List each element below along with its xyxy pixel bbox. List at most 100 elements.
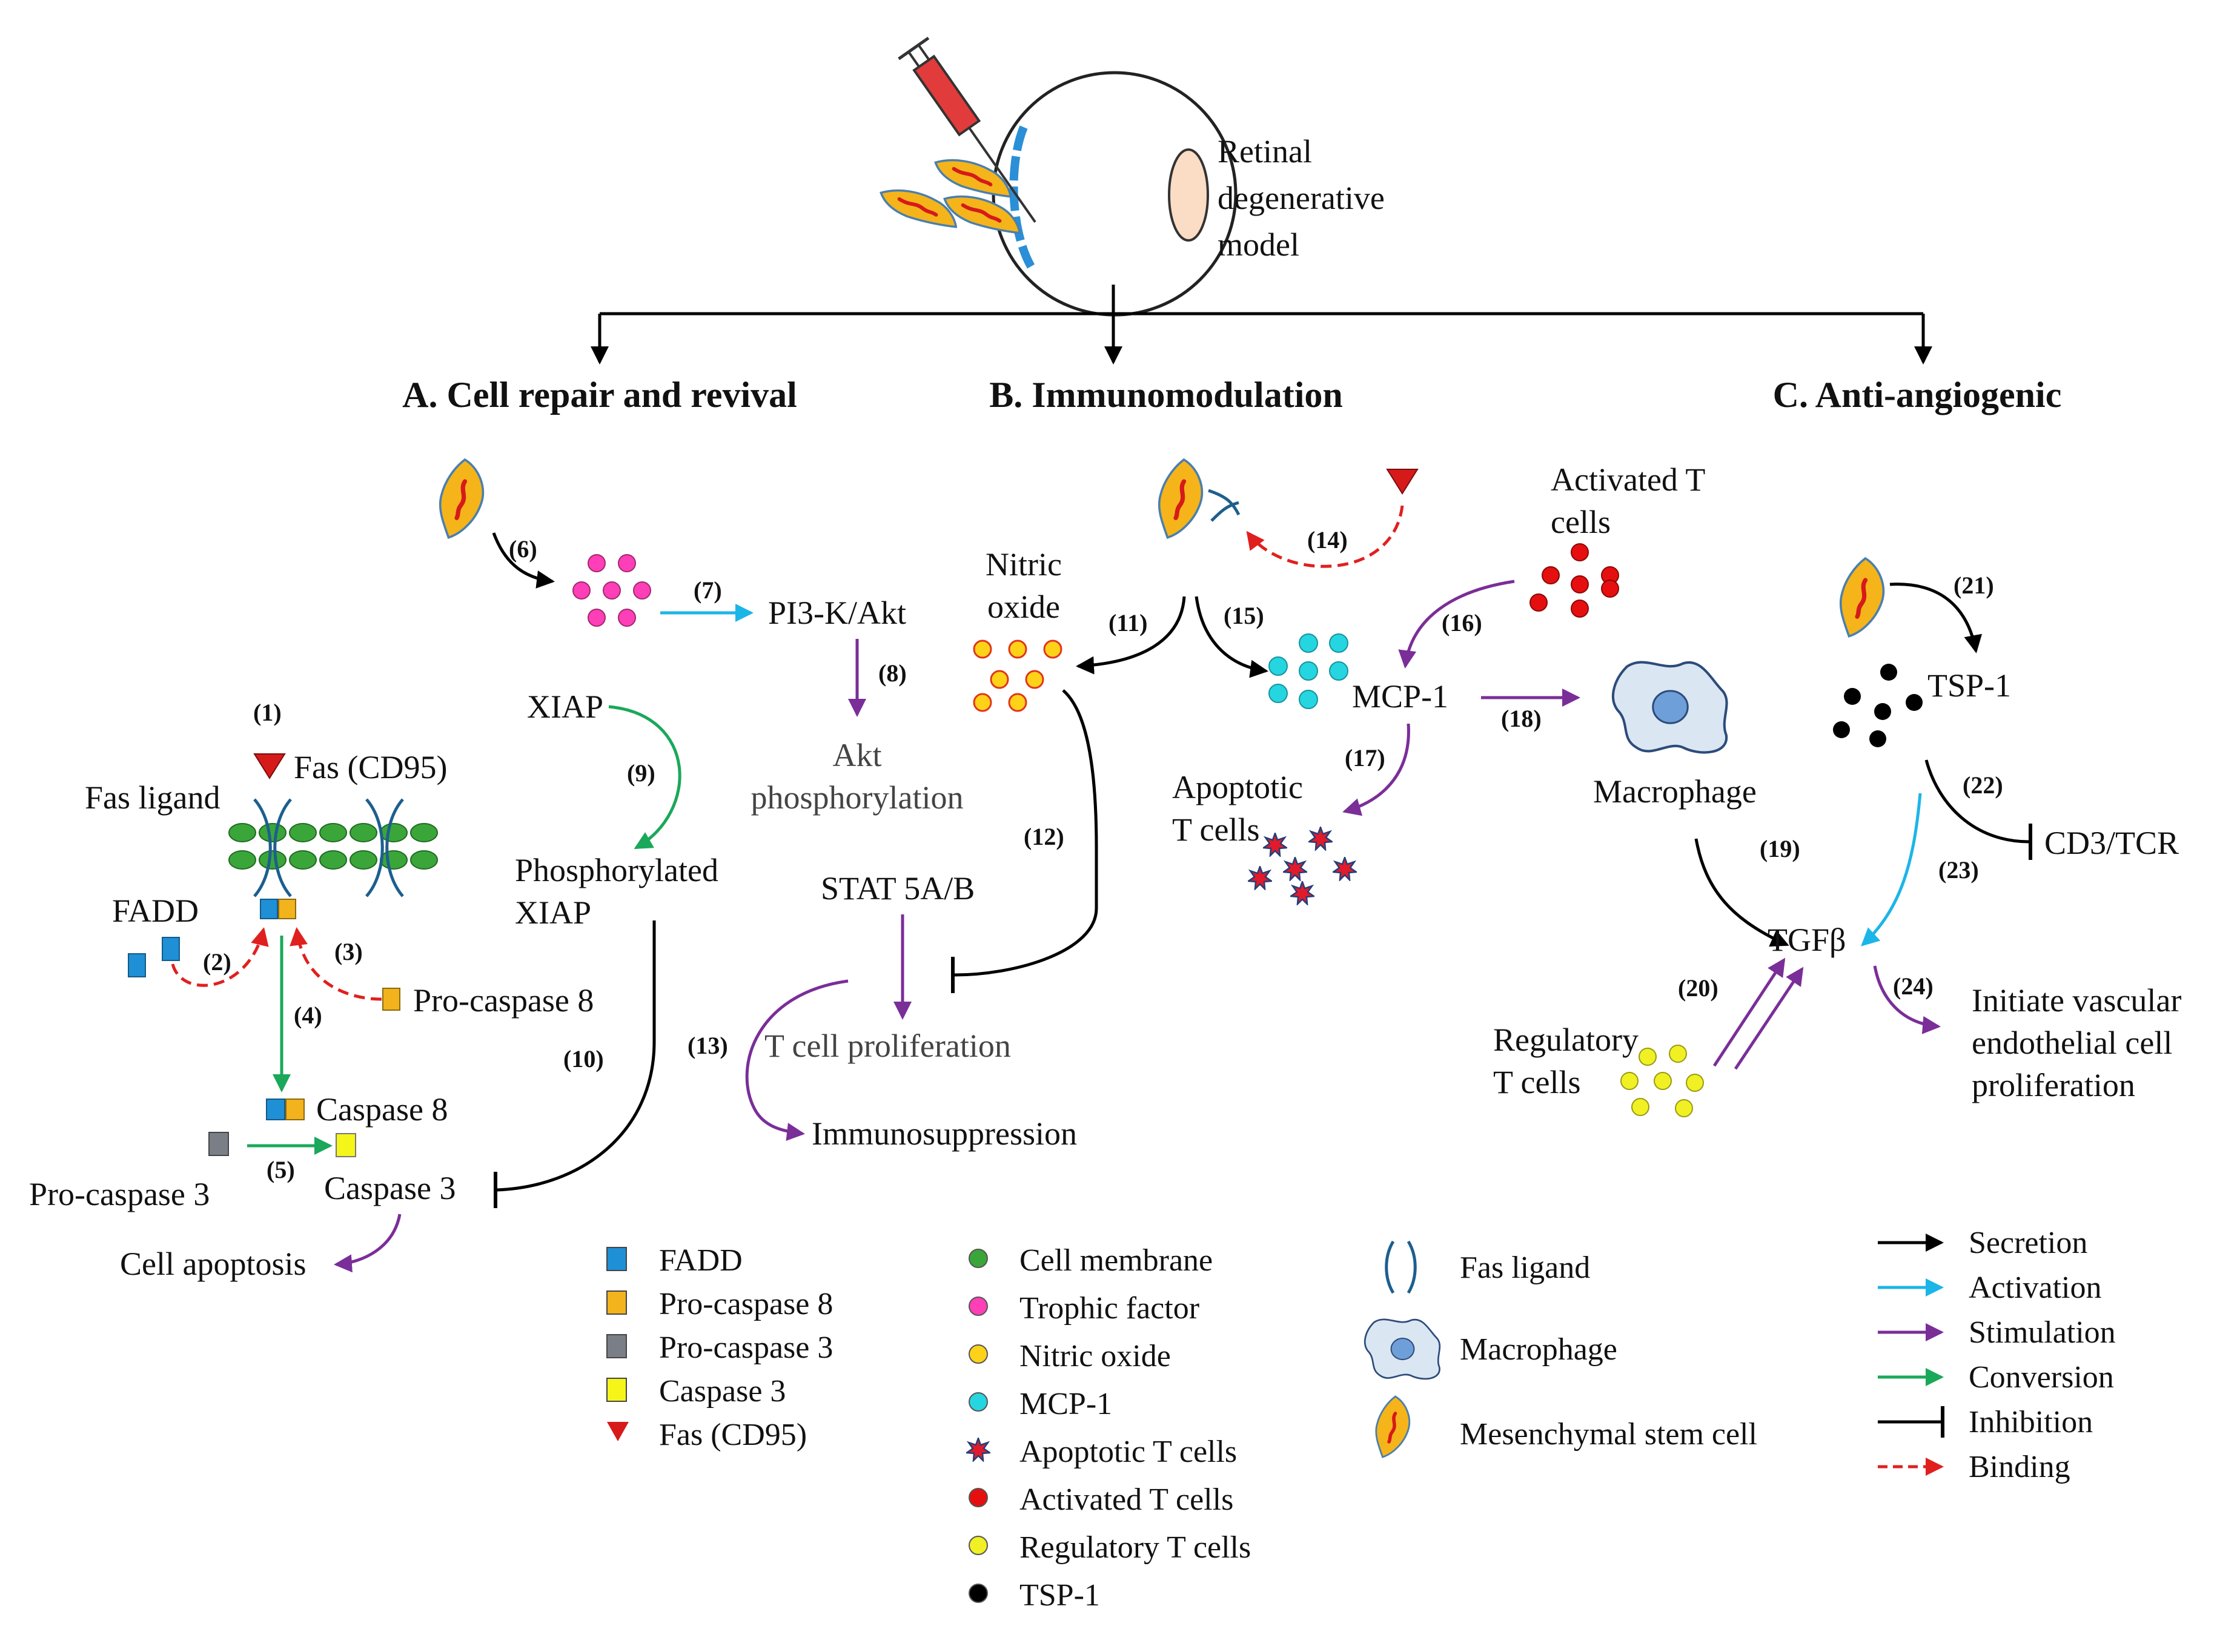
immunosuppression-label: Immunosuppression — [812, 1115, 1077, 1152]
legend-marker-label: Fas (CD95) — [659, 1418, 807, 1452]
legend-marker-8 — [969, 1392, 988, 1412]
legend-arrows: SecretionActivationStimulationConversion… — [1878, 1226, 2116, 1484]
stimulation-arrow-16 — [1398, 580, 1515, 669]
activated-t-label-line2: cells — [1551, 504, 1611, 540]
step-19: (19) — [1760, 835, 1800, 862]
legend-marker-6 — [969, 1297, 988, 1316]
step-3: (3) — [334, 938, 363, 965]
legend-icons: Fas ligand Macrophage Mesenchymal stem c… — [1364, 1240, 1757, 1457]
fadd-square — [128, 953, 146, 977]
legend-marker-label: Caspase 3 — [659, 1374, 786, 1409]
binding-arrow-14 — [1246, 505, 1404, 568]
step-16: (16) — [1442, 609, 1482, 636]
legend-marker-label: FADD — [659, 1243, 743, 1278]
activation-arrow-23 — [1861, 793, 1922, 947]
fas-cd95-triangle — [253, 753, 286, 779]
mcp1-cluster — [1268, 633, 1348, 709]
step-4: (4) — [294, 1002, 322, 1029]
phos-xiap-label-line2: XIAP — [515, 894, 591, 931]
legend-marker-10 — [969, 1488, 988, 1507]
stimulation-arrow-13 — [745, 979, 849, 1141]
step-2: (2) — [203, 948, 231, 976]
fadd-square — [162, 937, 180, 961]
secretion-arrow-11 — [1076, 596, 1186, 675]
legend-marker-0 — [606, 1247, 627, 1271]
cell-apoptosis-label: Cell apoptosis — [120, 1246, 307, 1282]
section-a-title: A. Cell repair and revival — [402, 375, 797, 415]
inhibition-line-10 — [496, 920, 656, 1192]
step-23: (23) — [1938, 856, 1979, 884]
vascular-label-line2: endothelial cell — [1972, 1025, 2172, 1061]
legend-fas-ligand-label: Fas ligand — [1460, 1251, 1590, 1285]
pro-caspase3-square — [208, 1132, 229, 1156]
pro-caspase8-square — [285, 1099, 305, 1120]
trophic-factor-cluster — [572, 554, 651, 627]
apoptotic-t-cluster — [1248, 827, 1357, 905]
legend-arrow-label: Stimulation — [1969, 1315, 2116, 1350]
secretion-arrow-19 — [1694, 838, 1789, 947]
step-20: (20) — [1678, 974, 1718, 1002]
tsp1-label: TSP-1 — [1927, 667, 2011, 704]
macrophage-icon — [1613, 662, 1727, 753]
mcp1-label: MCP-1 — [1352, 678, 1448, 715]
syringe-icon — [898, 36, 1036, 223]
caspase3-square — [336, 1133, 356, 1157]
legend-arrow-label: Binding — [1969, 1450, 2070, 1484]
legend-marker-7 — [969, 1344, 988, 1364]
treg-label-line2: T cells — [1493, 1064, 1580, 1100]
fas-ligand-icon — [1208, 489, 1241, 522]
stem-cell-icon — [440, 460, 483, 538]
inhibition-line-12 — [953, 689, 1098, 977]
section-b-title: B. Immunomodulation — [989, 375, 1342, 415]
cd3-label: CD3/TCR — [2044, 825, 2179, 861]
fas-ligand-icon — [1385, 1240, 1417, 1294]
treg-label-line1: Regulatory — [1493, 1022, 1639, 1058]
tgfb-label: TGFβ — [1768, 922, 1846, 958]
apoptotic-t-label-line1: Apoptotic — [1172, 769, 1303, 805]
stimulation-arrow-17 — [1342, 723, 1410, 816]
fas-cd95-label: Fas (CD95) — [294, 749, 448, 785]
phos-xiap-label-line1: Phosphorylated — [515, 852, 718, 888]
conversion-arrow-9 — [608, 705, 681, 850]
fadd-label: FADD — [112, 893, 199, 929]
step-11: (11) — [1109, 609, 1147, 636]
step-5: (5) — [267, 1156, 295, 1183]
legend-marker-5 — [969, 1249, 988, 1268]
stimulation-arrow-20a — [1712, 957, 1786, 1067]
nitric-oxide-cluster — [973, 639, 1062, 712]
legend-marker-3 — [606, 1378, 627, 1402]
step-14: (14) — [1307, 526, 1348, 553]
akt-phos-label-line2: phosphorylation — [751, 779, 964, 816]
legend-stem-cell-label: Mesenchymal stem cell — [1460, 1417, 1757, 1452]
stimulation-arrow-20b — [1734, 966, 1804, 1070]
caspase3-label: Caspase 3 — [324, 1170, 456, 1206]
legend-arrow-label: Conversion — [1969, 1360, 2114, 1395]
pro-caspase3-label: Pro-caspase 3 — [29, 1176, 210, 1212]
legend-marker-label: Regulatory T cells — [1019, 1530, 1251, 1565]
step-9: (9) — [627, 759, 655, 787]
legend-marker-label: TSP-1 — [1019, 1578, 1100, 1613]
t-prolif-label: T cell proliferation — [764, 1028, 1011, 1064]
eye-lens — [1168, 148, 1209, 242]
stimulation-arrow-24 — [1873, 965, 1941, 1034]
step-12: (12) — [1024, 823, 1064, 850]
legend-marker-label: MCP-1 — [1019, 1387, 1112, 1421]
legend-marker-label: Cell membrane — [1019, 1243, 1213, 1278]
step-21: (21) — [1954, 572, 1994, 599]
fadd-square — [260, 899, 278, 919]
activated-t-cluster — [1529, 543, 1619, 618]
apoptotic-t-label-line2: T cells — [1172, 811, 1259, 848]
legend-arrow-label: Inhibition — [1969, 1405, 2093, 1439]
caspase8-label: Caspase 8 — [316, 1091, 448, 1128]
legend-marker-label: Pro-caspase 3 — [659, 1330, 833, 1365]
legend-marker-label: Nitric oxide — [1019, 1339, 1171, 1373]
step-22: (22) — [1963, 771, 2003, 799]
binding-arrow-3 — [290, 927, 382, 1001]
vascular-label-line3: proliferation — [1972, 1067, 2135, 1103]
section-c-title: C. Anti-angiogenic — [1773, 375, 2062, 415]
legend-arrow-label: Activation — [1969, 1270, 2102, 1305]
cell-membrane — [228, 823, 438, 870]
binding-arrow-2 — [171, 927, 269, 987]
